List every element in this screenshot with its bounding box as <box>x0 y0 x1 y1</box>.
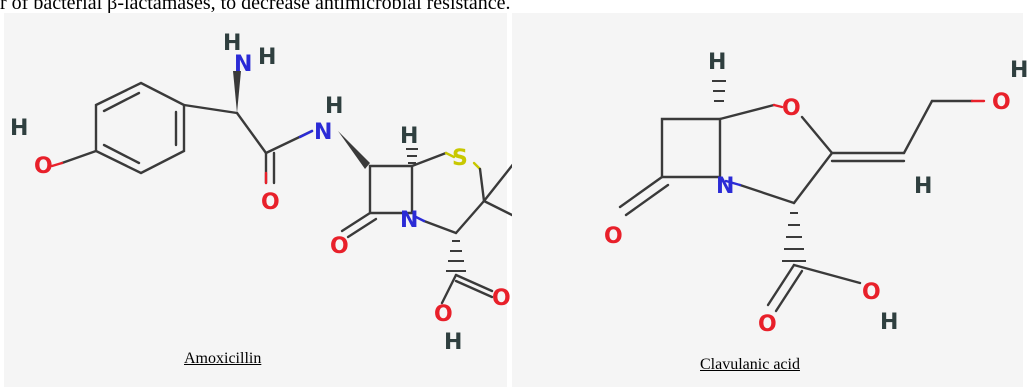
atom-n: N <box>234 52 252 77</box>
atom-n: N <box>716 174 734 199</box>
benzene-ring <box>94 81 186 175</box>
atom-o: O <box>261 190 280 215</box>
clavulanic-acid-panel: H O O H H N O O H O Clavulanic acid <box>512 13 1027 387</box>
amoxicillin-structure: H O H N H O H N H S N O O O H <box>10 31 526 355</box>
atom-o: O <box>758 312 777 337</box>
atom-o: O <box>862 280 881 305</box>
atom-o: O <box>34 154 53 179</box>
atom-o: O <box>330 234 349 259</box>
header-text: r of bacterial β-lactamases, to decrease… <box>0 0 511 14</box>
atom-h: H <box>10 116 28 141</box>
atom-h: H <box>258 45 276 70</box>
atom-h: H <box>914 174 932 199</box>
molecule-name: Amoxicillin <box>184 350 262 367</box>
atom-o: O <box>492 286 511 311</box>
amoxicillin-panel: H O H N H O H N H S N O O O H Amoxicilli… <box>4 13 526 387</box>
atom-o: O <box>604 224 623 249</box>
atom-h: H <box>400 124 418 149</box>
atom-s: S <box>452 146 468 171</box>
atom-h: H <box>325 94 343 119</box>
beta-lactam-ring <box>368 164 414 215</box>
atom-o: O <box>434 302 453 327</box>
atom-n: N <box>314 120 332 145</box>
atom-o: O <box>782 96 801 121</box>
atom-h: H <box>444 330 462 355</box>
atom-h: H <box>708 50 726 75</box>
atom-h: H <box>223 31 241 56</box>
atom-h: H <box>880 310 898 335</box>
clavulanic-acid-structure: H O O H H N O O H O <box>604 50 1027 337</box>
molecule-name: Clavulanic acid <box>700 356 800 373</box>
beta-lactam-ring <box>660 117 722 179</box>
atom-h: H <box>1010 58 1027 83</box>
atom-n: N <box>400 208 418 233</box>
wedge-bond <box>233 71 241 113</box>
wedge-bond <box>338 131 370 169</box>
atom-o: O <box>992 90 1011 115</box>
